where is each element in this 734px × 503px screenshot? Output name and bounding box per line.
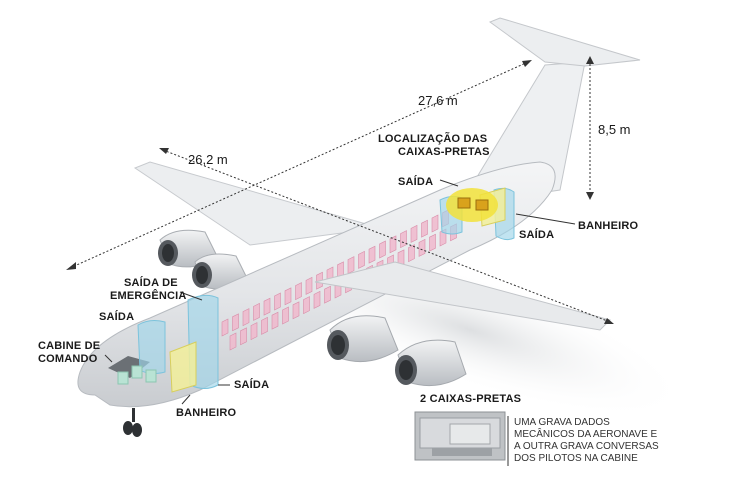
wingspan-dimension: 26,2 m bbox=[188, 152, 228, 167]
seat bbox=[295, 282, 302, 301]
bathroom-front-label: BANHEIRO bbox=[176, 407, 237, 419]
seat bbox=[358, 250, 365, 269]
legend-description: UMA GRAVA DADOS MECÂNICOS DA AERONAVE E … bbox=[514, 417, 659, 465]
exit-front-bottom-label: SAÍDA bbox=[234, 379, 270, 391]
legend-line4: DOS PILOTOS NA CABINE bbox=[514, 453, 638, 464]
seat bbox=[303, 296, 310, 315]
seat bbox=[421, 219, 428, 238]
legend-line2: MECÂNICOS DA AERONAVE E bbox=[514, 429, 658, 440]
seat bbox=[389, 235, 397, 254]
seat bbox=[261, 316, 268, 335]
seat bbox=[282, 306, 289, 325]
seat bbox=[274, 292, 281, 311]
black-boxes-location-line2: CAIXAS-PRETAS bbox=[398, 146, 490, 158]
right-engines bbox=[327, 315, 467, 387]
seat bbox=[408, 244, 415, 263]
seat bbox=[324, 285, 331, 304]
seat bbox=[305, 276, 313, 295]
landing-gear bbox=[123, 408, 142, 437]
black-box-2 bbox=[475, 199, 489, 211]
right-wing bbox=[314, 261, 611, 331]
black-boxes-location-line1: LOCALIZAÇÃO DAS bbox=[378, 133, 488, 145]
seat bbox=[263, 297, 271, 316]
seat bbox=[397, 249, 405, 268]
cockpit-line2: COMANDO bbox=[38, 353, 98, 365]
seat bbox=[410, 224, 418, 243]
seat bbox=[240, 327, 247, 346]
seat bbox=[313, 290, 321, 309]
exit-front-label: SAÍDA bbox=[99, 311, 135, 323]
emergency-exit-line1: SAÍDA DE bbox=[124, 277, 178, 289]
seat bbox=[271, 311, 279, 330]
seat bbox=[253, 302, 260, 321]
seat bbox=[229, 332, 237, 351]
horizontal-tail bbox=[488, 17, 641, 67]
black-box-1 bbox=[457, 197, 471, 209]
legend-black-box-icon bbox=[414, 411, 506, 461]
height-dimension: 8,5 m bbox=[598, 122, 631, 137]
seat bbox=[284, 287, 292, 306]
leader-lines bbox=[104, 179, 576, 405]
dimension-lines bbox=[69, 60, 611, 323]
black-boxes-location-label: LOCALIZAÇÃO DAS CAIXAS-PRETAS bbox=[378, 133, 490, 159]
seat bbox=[429, 233, 436, 252]
seat bbox=[379, 240, 386, 259]
exit-rear-top-label: SAÍDA bbox=[398, 176, 434, 188]
seat bbox=[431, 214, 439, 233]
seat bbox=[368, 245, 376, 264]
dimension-arrows bbox=[66, 56, 614, 324]
exit-rear-side-label: SAÍDA bbox=[519, 229, 555, 241]
seat bbox=[250, 322, 258, 341]
cockpit-seats bbox=[117, 365, 157, 385]
seat bbox=[292, 301, 300, 320]
seat bbox=[242, 308, 250, 327]
cockpit-label: CABINE DE COMANDO bbox=[38, 340, 100, 366]
length-dimension: 27,6 m bbox=[418, 93, 458, 108]
legend-line1: UMA GRAVA DADOS bbox=[514, 417, 610, 428]
left-wing bbox=[133, 161, 381, 246]
seat bbox=[347, 256, 355, 275]
legend-title: 2 CAIXAS-PRETAS bbox=[420, 393, 522, 405]
seat bbox=[221, 318, 229, 337]
bathroom-rear-label: BANHEIRO bbox=[578, 220, 639, 232]
seat bbox=[418, 238, 426, 257]
seat bbox=[232, 313, 239, 332]
seat bbox=[400, 230, 407, 249]
legend-line3: A OUTRA GRAVA CONVERSAS bbox=[514, 441, 659, 452]
cockpit-line1: CABINE DE bbox=[38, 340, 101, 352]
emergency-exit-line2: EMERGÊNCIA bbox=[110, 290, 187, 302]
emergency-exit-label: SAÍDA DE EMERGÊNCIA bbox=[110, 277, 187, 303]
black-box-highlight bbox=[446, 188, 498, 222]
